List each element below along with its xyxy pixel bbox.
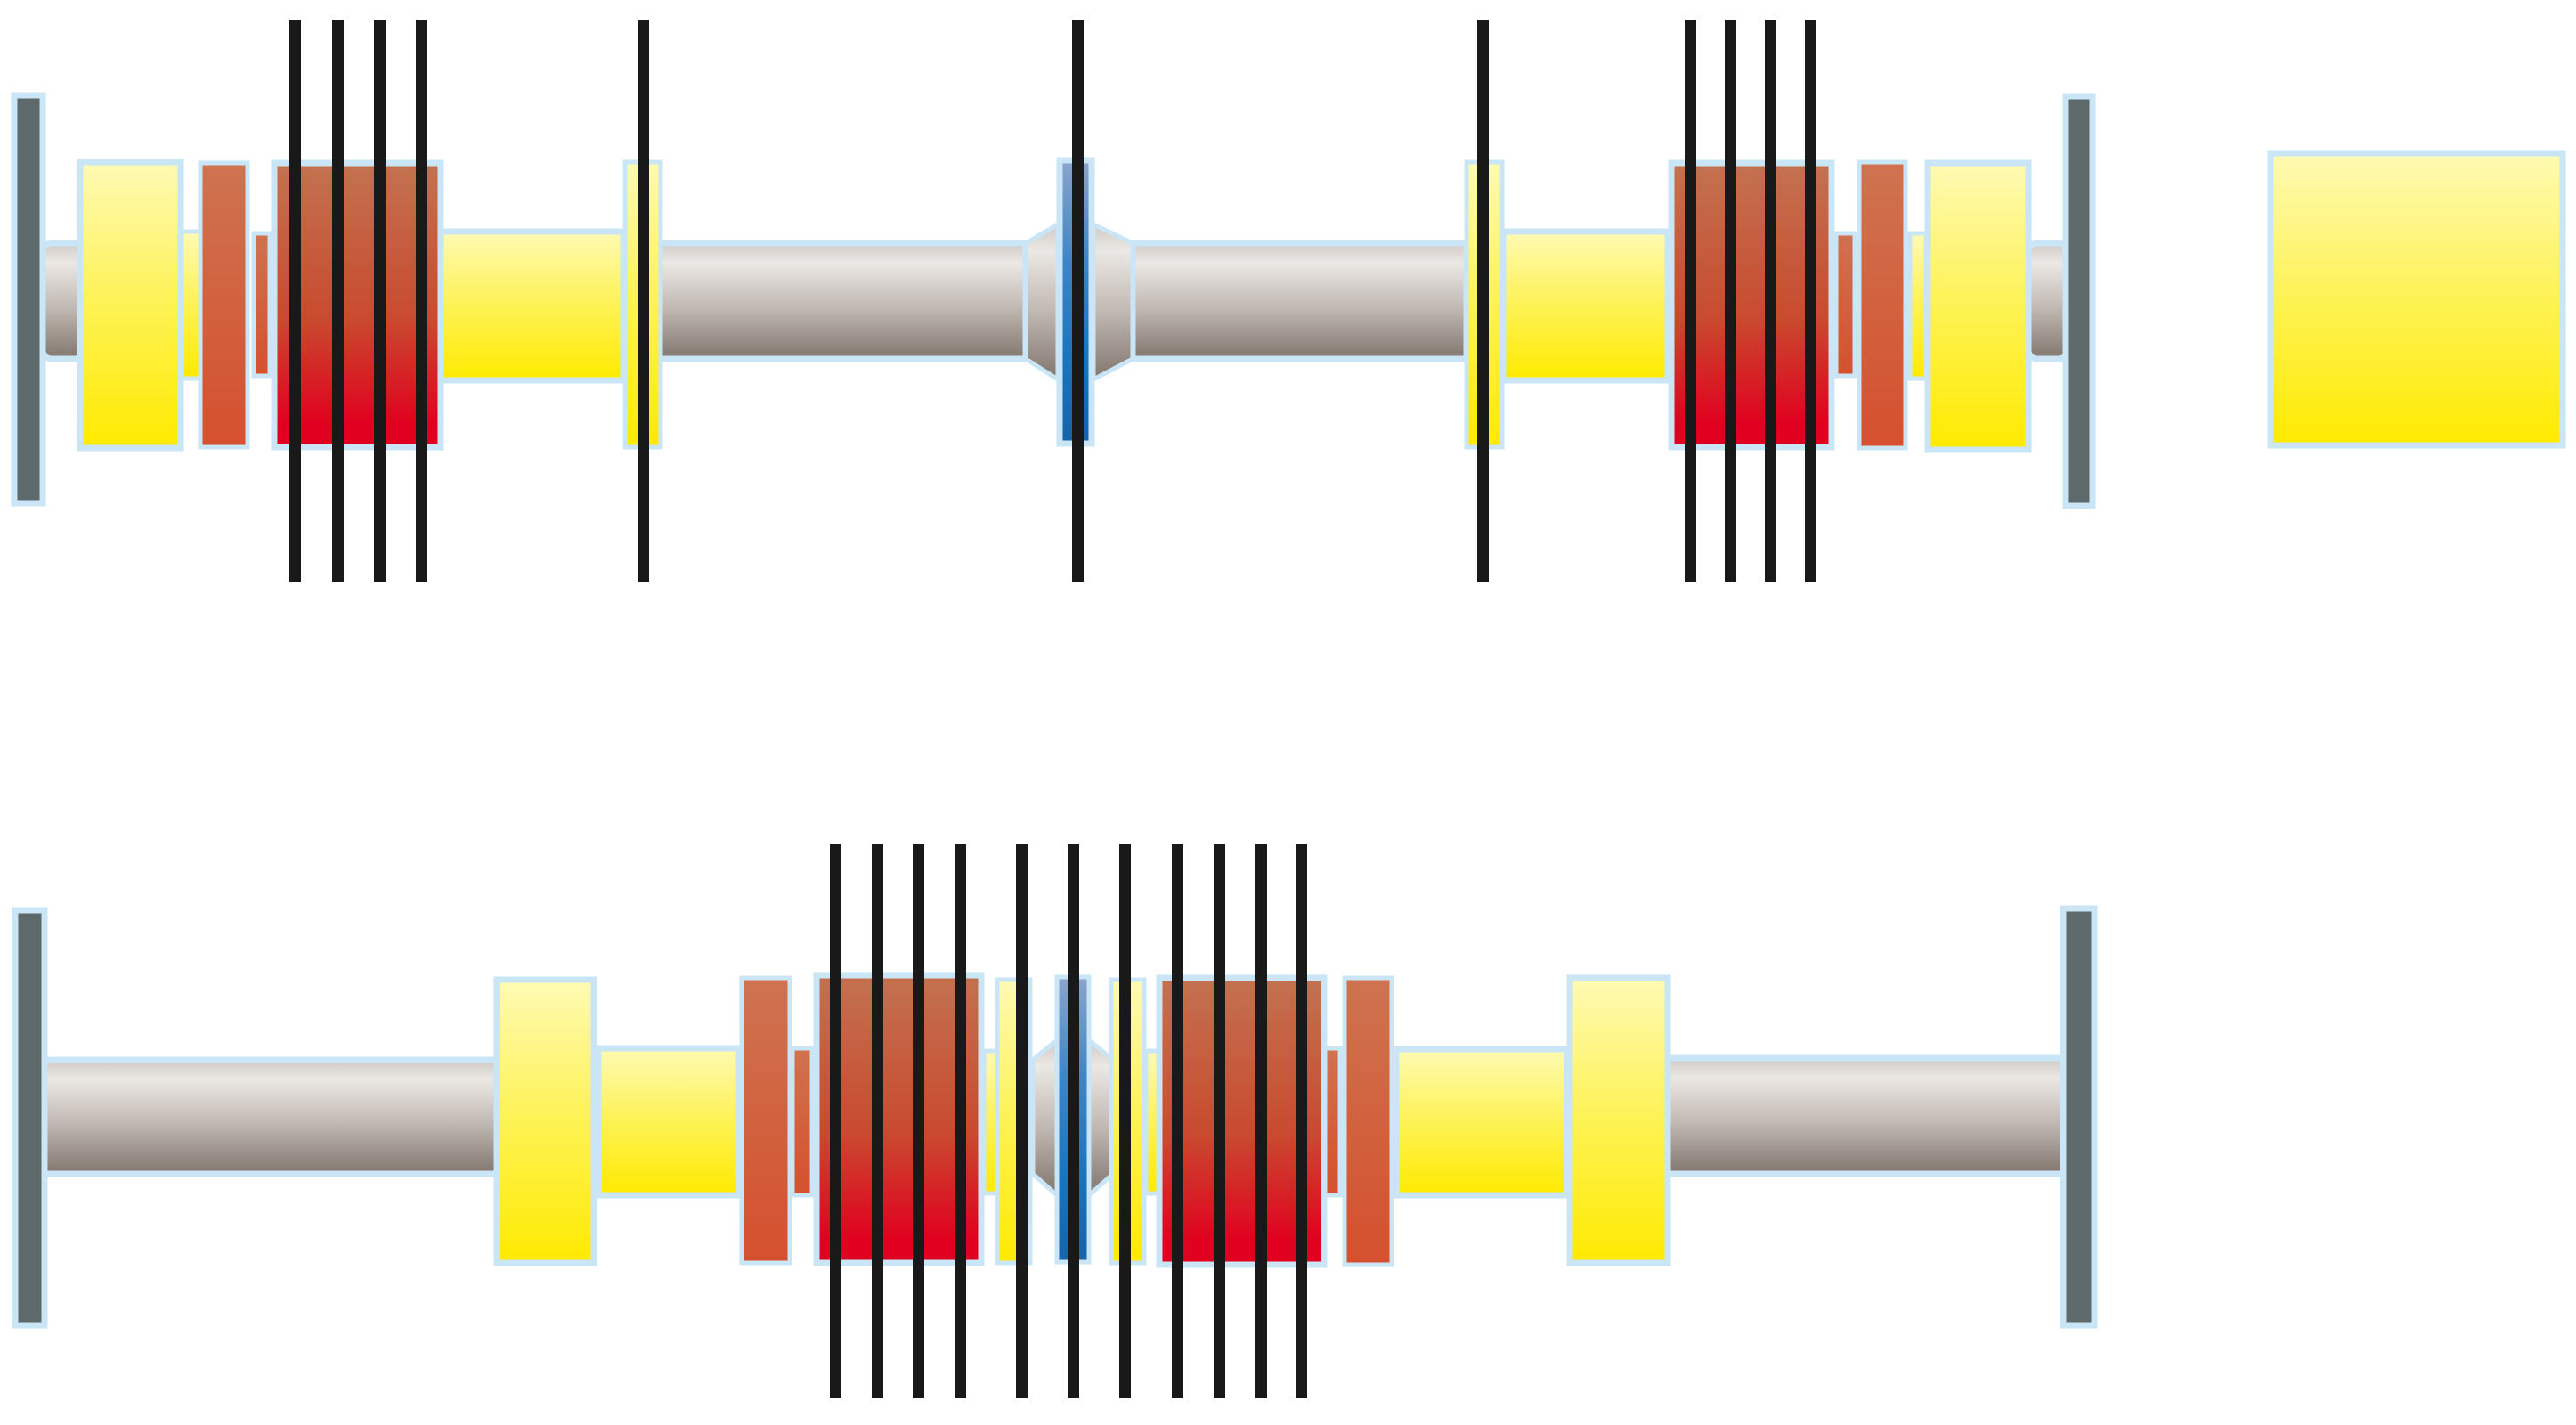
magnet-spacer-left xyxy=(251,231,272,379)
shaft-center-left xyxy=(654,240,1029,362)
magnet-slab-right xyxy=(1857,159,1908,451)
field-line xyxy=(332,20,344,582)
magnet-slab-right xyxy=(1342,975,1394,1267)
taper-collar-left xyxy=(1030,1035,1060,1201)
yellow-flange-right xyxy=(1924,159,2032,453)
yellow-flange-left xyxy=(77,159,184,452)
top-assembly xyxy=(11,92,2096,509)
field-line xyxy=(830,844,841,1398)
shaft-left xyxy=(41,1056,502,1177)
field-line xyxy=(1805,20,1816,582)
yellow-flange-right xyxy=(1566,974,1671,1266)
coil-left xyxy=(271,159,444,451)
field-line xyxy=(1255,844,1267,1398)
magnet-spacer-left xyxy=(790,1046,815,1198)
shaft-right xyxy=(1664,1054,2067,1177)
field-line xyxy=(1172,844,1183,1398)
yellow-spool-right xyxy=(1499,228,1671,384)
field-line xyxy=(1214,844,1225,1398)
shaft-center-right xyxy=(1129,240,1470,362)
end-plate-right xyxy=(2062,93,2096,509)
field-line xyxy=(416,20,427,582)
yellow-spool-left xyxy=(595,1045,743,1199)
magnet-slab-left xyxy=(739,975,792,1266)
field-line xyxy=(913,844,924,1398)
field-line xyxy=(1725,20,1736,582)
taper-collar-left xyxy=(1023,220,1060,384)
field-lines-bottom-assembly xyxy=(830,844,1307,1398)
yellow-spool-left xyxy=(437,228,627,384)
yellow-spool-stub-right xyxy=(1907,231,1929,381)
field-line xyxy=(1119,844,1131,1398)
field-line xyxy=(1477,20,1489,582)
field-line xyxy=(374,20,386,582)
taper-collar-right xyxy=(1091,221,1135,384)
field-line xyxy=(872,844,883,1398)
field-line xyxy=(1296,844,1307,1398)
field-line xyxy=(289,20,301,582)
field-line xyxy=(1016,844,1028,1398)
end-plate-left xyxy=(12,907,48,1329)
field-lines-top-assembly xyxy=(289,20,1816,582)
magnet-slab-left xyxy=(198,160,250,450)
end-plate-left xyxy=(11,92,46,507)
end-plate-right xyxy=(2060,905,2098,1329)
yellow-spool-right xyxy=(1393,1046,1571,1199)
bottom-assembly xyxy=(12,905,2098,1329)
field-line xyxy=(1685,20,1696,582)
field-line xyxy=(1068,844,1079,1398)
field-line xyxy=(638,20,649,582)
shaft-stub-right xyxy=(2025,240,2071,362)
yellow-flange-left xyxy=(493,976,597,1266)
field-line xyxy=(955,844,966,1398)
coil-left xyxy=(813,972,985,1266)
magnet-spacer-right xyxy=(1833,231,1857,379)
field-line xyxy=(1765,20,1776,582)
yellow-block xyxy=(2267,150,2566,449)
field-line xyxy=(1072,20,1084,582)
